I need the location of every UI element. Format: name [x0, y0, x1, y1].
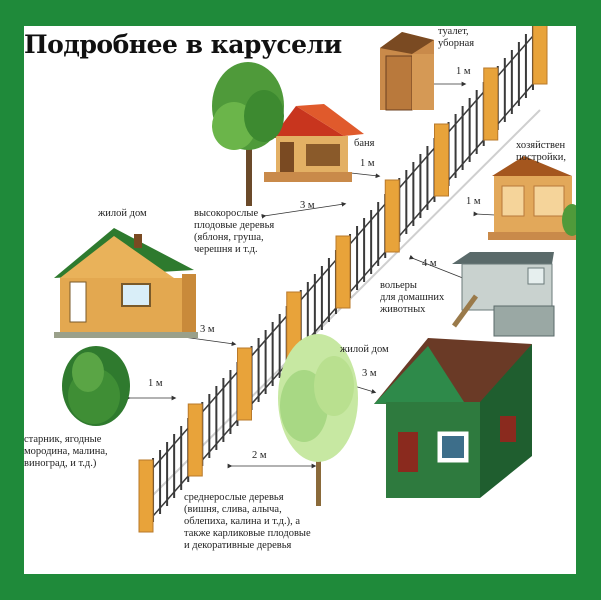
label-toilet: туалет, уборная — [438, 26, 475, 49]
label-shrubs: старник, ягодные мородина, малина, виног… — [24, 434, 108, 469]
left-house-illustration — [54, 228, 198, 338]
fence — [125, 26, 548, 533]
label-outbuildings: хозяйствен постройки, — [516, 140, 566, 163]
fence-diagram-illustration — [54, 26, 576, 533]
fence-rail — [293, 251, 344, 309]
label-house-right: жилой дом — [340, 344, 389, 355]
diagram-canvas: Подробнее в карусели туалет, уборная 1 м… — [24, 26, 576, 574]
right-house-illustration — [374, 338, 532, 498]
distance-shrubs: 1 м — [148, 378, 163, 389]
tall-tree-illustration — [212, 62, 284, 206]
fence-post — [138, 459, 154, 533]
bath-house-illustration — [264, 104, 364, 182]
gazebo-illustration — [488, 156, 576, 240]
fence-rail — [391, 187, 443, 245]
fence-rail — [145, 467, 196, 525]
fence-rail — [391, 139, 443, 197]
distance-aviary: 4 м — [422, 258, 437, 269]
fence-rail — [194, 411, 246, 469]
fence-rail — [243, 307, 295, 365]
dimension-line — [261, 201, 347, 219]
fence-post — [483, 67, 499, 141]
toilet-illustration — [380, 32, 434, 111]
label-house-left: жилой дом — [98, 208, 147, 219]
fence-post — [384, 179, 400, 253]
fence-post — [187, 403, 203, 477]
fence-rail — [342, 195, 393, 253]
shrub-illustration — [62, 346, 130, 426]
distance-outbuildings: 1 м — [466, 196, 481, 207]
distance-house-left: 3 м — [200, 324, 215, 335]
label-aviary: вольеры для домашних животных — [380, 280, 445, 315]
label-bath: баня — [354, 138, 375, 149]
medium-tree-illustration — [278, 334, 358, 506]
distance-bath: 1 м — [360, 158, 375, 169]
aviary-illustration — [451, 252, 555, 337]
fence-rail — [440, 83, 492, 141]
fence-post — [434, 123, 449, 197]
distance-tall-trees: 3 м — [300, 200, 315, 211]
fence-rail — [194, 363, 246, 421]
fence-rail — [490, 75, 541, 133]
fence-rail — [490, 27, 541, 85]
fence-rail — [145, 419, 196, 477]
fence-post — [532, 26, 548, 85]
label-medium-trees: среднерослые деревья (вишня, слива, алыч… — [184, 492, 311, 551]
fence-post — [237, 347, 252, 421]
fence-rail — [440, 131, 492, 189]
page-heading: Подробнее в карусели — [24, 30, 342, 59]
label-tall-trees: высокорослые плодовые деревья (яблоня, г… — [194, 208, 275, 255]
distance-toilet: 1 м — [456, 66, 471, 77]
fence-post — [335, 235, 351, 309]
distance-house-right: 3 м — [362, 368, 377, 379]
distance-medium-trees: 2 м — [252, 450, 267, 461]
fence-rail — [342, 243, 393, 301]
